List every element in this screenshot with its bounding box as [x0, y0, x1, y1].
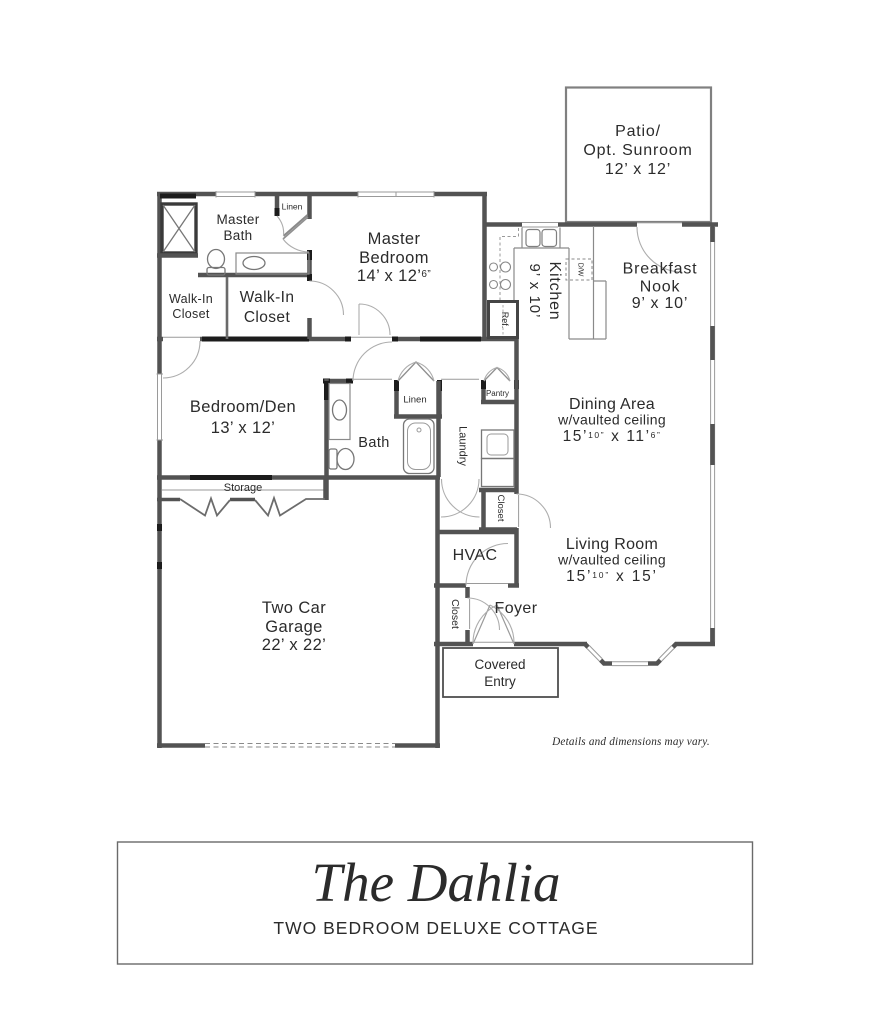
svg-text:Closet: Closet	[244, 309, 291, 326]
svg-text:Details and dimensions may var: Details and dimensions may vary.	[551, 736, 710, 748]
svg-text:Breakfast: Breakfast	[623, 261, 698, 278]
svg-text:15’10” x 15’: 15’10” x 15’	[566, 568, 658, 585]
svg-text:9’ x 10’: 9’ x 10’	[526, 264, 543, 319]
svg-text:TWO BEDROOM DELUXE COTTAGE: TWO BEDROOM DELUXE COTTAGE	[273, 918, 598, 938]
svg-text:Linen: Linen	[403, 395, 426, 406]
svg-text:Linen: Linen	[282, 202, 303, 212]
svg-text:Nook: Nook	[640, 279, 681, 296]
svg-text:22’ x 22’: 22’ x 22’	[262, 636, 326, 654]
svg-text:Dining Area: Dining Area	[569, 396, 655, 413]
svg-text:Two Car: Two Car	[262, 599, 326, 617]
svg-text:Entry: Entry	[484, 674, 516, 689]
svg-text:Bath: Bath	[224, 228, 253, 243]
svg-text:Closet: Closet	[449, 599, 461, 629]
svg-text:w/vaulted ceiling: w/vaulted ceiling	[557, 552, 666, 568]
svg-text:w/vaulted ceiling: w/vaulted ceiling	[557, 412, 666, 428]
svg-text:Storage: Storage	[224, 482, 263, 494]
svg-text:Master: Master	[368, 230, 421, 248]
svg-text:12’ x 12’: 12’ x 12’	[605, 161, 671, 178]
svg-text:13’ x 12’: 13’ x 12’	[211, 419, 275, 437]
svg-text:HVAC: HVAC	[453, 547, 498, 564]
svg-text:Bath: Bath	[358, 435, 389, 451]
svg-text:Kitchen: Kitchen	[546, 262, 563, 321]
svg-text:Laundry: Laundry	[457, 426, 469, 466]
svg-text:Closet: Closet	[495, 495, 506, 522]
svg-text:Ref.: Ref.	[500, 312, 510, 329]
svg-text:The Dahlia: The Dahlia	[311, 852, 560, 913]
svg-text:Master: Master	[216, 212, 259, 227]
svg-text:Walk-In: Walk-In	[169, 292, 213, 306]
svg-text:Opt. Sunroom: Opt. Sunroom	[583, 142, 692, 159]
svg-text:D/W: D/W	[577, 263, 584, 277]
svg-text:Bedroom: Bedroom	[359, 249, 429, 267]
svg-text:Living Room: Living Room	[566, 536, 658, 553]
svg-text:Closet: Closet	[172, 307, 209, 321]
svg-text:Foyer: Foyer	[495, 600, 538, 617]
svg-text:Garage: Garage	[265, 618, 322, 636]
svg-text:Patio/: Patio/	[615, 123, 661, 140]
svg-text:Pantry: Pantry	[486, 389, 509, 398]
svg-text:15’10” x 11’6”: 15’10” x 11’6”	[563, 428, 662, 445]
svg-text:9’ x 10’: 9’ x 10’	[632, 295, 689, 312]
svg-text:14’ x 12’6”: 14’ x 12’6”	[357, 267, 431, 285]
svg-text:Walk-In: Walk-In	[240, 289, 295, 306]
svg-text:Bedroom/Den: Bedroom/Den	[190, 398, 296, 416]
svg-text:Covered: Covered	[474, 657, 525, 672]
